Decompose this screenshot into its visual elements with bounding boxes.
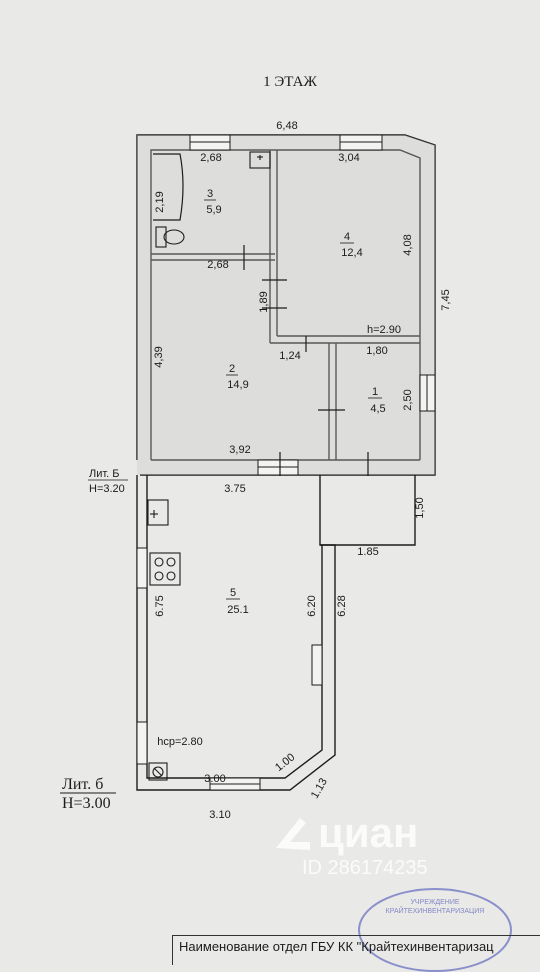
room-area: 4,5 xyxy=(370,403,385,415)
dim-annex-bottom-outer: 3.10 xyxy=(209,809,230,821)
watermark-brand: циан xyxy=(318,809,418,856)
main-windows xyxy=(189,134,436,476)
bathtub-icon xyxy=(153,153,184,221)
sink-icon xyxy=(249,151,271,169)
wall-fill xyxy=(137,135,435,475)
dim-annex-top: 3.75 xyxy=(224,483,245,495)
dim-room2-bottom: 3,92 xyxy=(229,444,250,456)
stove-icon xyxy=(149,552,181,586)
lit-b-lower: Лит. б H=3.00 xyxy=(60,776,116,812)
lit-b-upper-height: H=3.20 xyxy=(89,483,125,495)
room-4-label: 4 12,4 xyxy=(340,231,363,259)
boiler-icon xyxy=(148,762,168,781)
stamp-text: УЧРЕЖДЕНИЕ КРАЙТЕХИНВЕНТАРИЗАЦИЯ xyxy=(385,899,485,915)
main-house-walls xyxy=(136,134,436,476)
footer-text: Наименование отдел ГБУ КК "Крайтехинвент… xyxy=(179,939,494,954)
floor-title: 1 ЭТАЖ xyxy=(263,74,317,90)
dim-room3-top: 2,68 xyxy=(200,152,221,164)
cian-logo-icon xyxy=(276,818,310,850)
footer-title-block: Наименование отдел ГБУ КК "Крайтехинвент… xyxy=(172,935,540,965)
room-number: 2 xyxy=(229,363,235,375)
dim-room1-top: 1,80 xyxy=(366,345,387,357)
room-1-label: 1 4,5 xyxy=(368,386,386,415)
room-area: 5,9 xyxy=(206,204,221,216)
toilet-icon xyxy=(155,226,185,248)
ceiling-height-main: h=2.90 xyxy=(367,324,401,336)
room-number: 1 xyxy=(372,386,378,398)
dim-top-overall: 6,48 xyxy=(276,120,297,132)
dim-room2-left: 4,39 xyxy=(153,346,165,367)
dim-porch-right: 1,50 xyxy=(414,497,426,518)
dim-room4-top: 3,04 xyxy=(338,152,359,164)
room-number: 3 xyxy=(207,188,213,200)
lit-b-lower-height: H=3.00 xyxy=(62,795,111,812)
dim-corner-b: 1.13 xyxy=(309,776,330,801)
annex-windows xyxy=(136,547,323,791)
lit-b-upper: Лит. Б H=3.20 xyxy=(88,468,128,495)
door-marks xyxy=(243,245,369,476)
dim-right-overall: 7,45 xyxy=(440,289,452,310)
room-area: 14,9 xyxy=(227,379,248,391)
dim-room1-right: 2,50 xyxy=(402,389,414,410)
dim-room4-right: 4,08 xyxy=(402,234,414,255)
annex-sink-icon xyxy=(147,499,169,526)
room-2-label: 2 14,9 xyxy=(226,363,249,391)
dim-annex-outer-right: 6.28 xyxy=(336,595,348,616)
room-number: 4 xyxy=(344,231,350,243)
dim-annex-bottom-inner: 3.00 xyxy=(204,773,225,785)
dim-annex-left: 6.75 xyxy=(154,595,166,616)
ceiling-height-annex: hcp=2.80 xyxy=(157,736,203,748)
dim-room3-bottom: 2,68 xyxy=(207,259,228,271)
dim-1-24: 1,24 xyxy=(279,350,300,362)
dim-bath: 2,19 xyxy=(154,191,166,212)
room-number: 5 xyxy=(230,587,236,599)
watermark-id: ID 286174235 xyxy=(302,857,428,879)
dim-1-89: 1,89 xyxy=(258,291,270,312)
lit-b-upper-name: Лит. Б xyxy=(89,468,120,480)
dim-corner-a: 1.00 xyxy=(273,751,297,774)
room-5-label: 5 25.1 xyxy=(226,587,249,616)
dim-annex-inner-right: 6.20 xyxy=(306,595,318,616)
dim-porch-bottom: 1.85 xyxy=(357,546,378,558)
cian-watermark: циан ID 286174235 xyxy=(276,809,428,879)
room-3-label: 3 5,9 xyxy=(204,188,222,216)
room-area: 12,4 xyxy=(341,247,362,259)
room-area: 25.1 xyxy=(227,604,248,616)
lit-b-lower-name: Лит. б xyxy=(62,776,103,793)
